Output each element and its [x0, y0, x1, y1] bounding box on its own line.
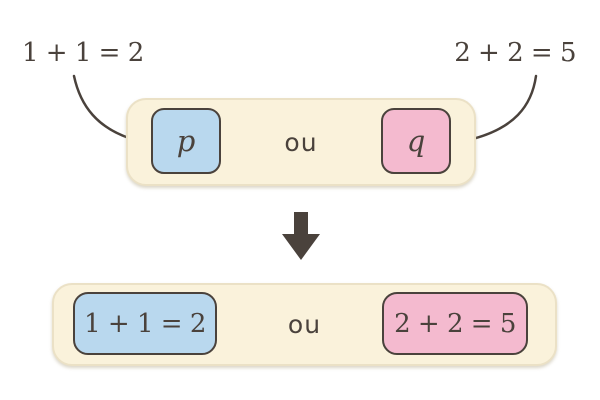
annotation-left-statement: 1 + 1 = 2 — [22, 38, 144, 68]
annotation-right-statement: 2 + 2 = 5 — [454, 38, 576, 68]
proposition-p-label: p — [176, 123, 196, 158]
substituted-q-box: 2 + 2 = 5 — [382, 292, 528, 355]
substituted-p-label: 1 + 1 = 2 — [84, 308, 206, 339]
down-arrow-icon — [282, 212, 320, 260]
substituted-p-box: 1 + 1 = 2 — [73, 292, 217, 355]
formula-panel: p ou q — [126, 98, 476, 186]
proposition-p-box: p — [151, 108, 221, 174]
proposition-q-box: q — [381, 108, 451, 174]
proposition-q-label: q — [406, 123, 426, 158]
substituted-panel: 1 + 1 = 2 ou 2 + 2 = 5 — [52, 283, 557, 366]
substituted-q-label: 2 + 2 = 5 — [394, 308, 516, 339]
